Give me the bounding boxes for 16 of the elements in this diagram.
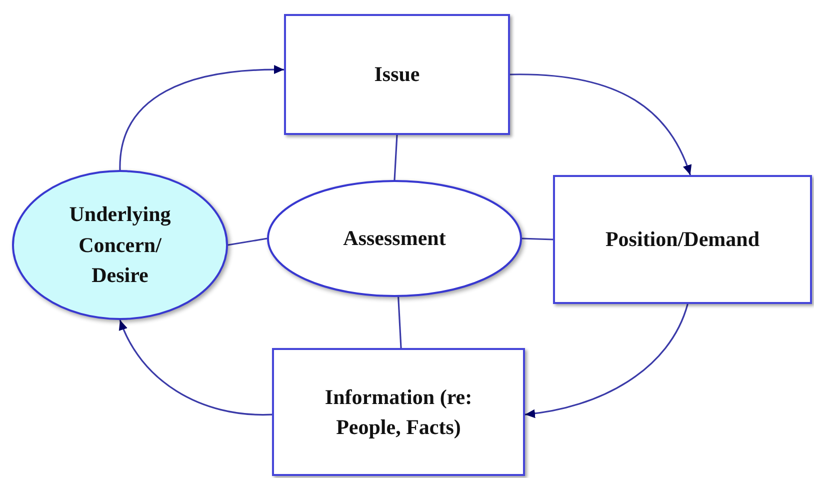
process-box [272,348,525,476]
node-label: Position/Demand [605,226,760,254]
node-label: Assessment [343,225,446,252]
node-label: Information (re: People, Facts) [324,384,474,441]
connector-line [394,134,398,180]
arrow [524,304,688,418]
connector-line [522,238,554,240]
process-box [553,175,812,304]
process-box [284,14,510,135]
arrow [119,65,284,170]
arrow [510,74,692,176]
connector-line [228,238,268,246]
connector-line [398,296,402,348]
node-label: Issue [374,61,420,88]
arrow [119,320,272,416]
node-label: Underlying Concern/ Desire [68,201,172,290]
